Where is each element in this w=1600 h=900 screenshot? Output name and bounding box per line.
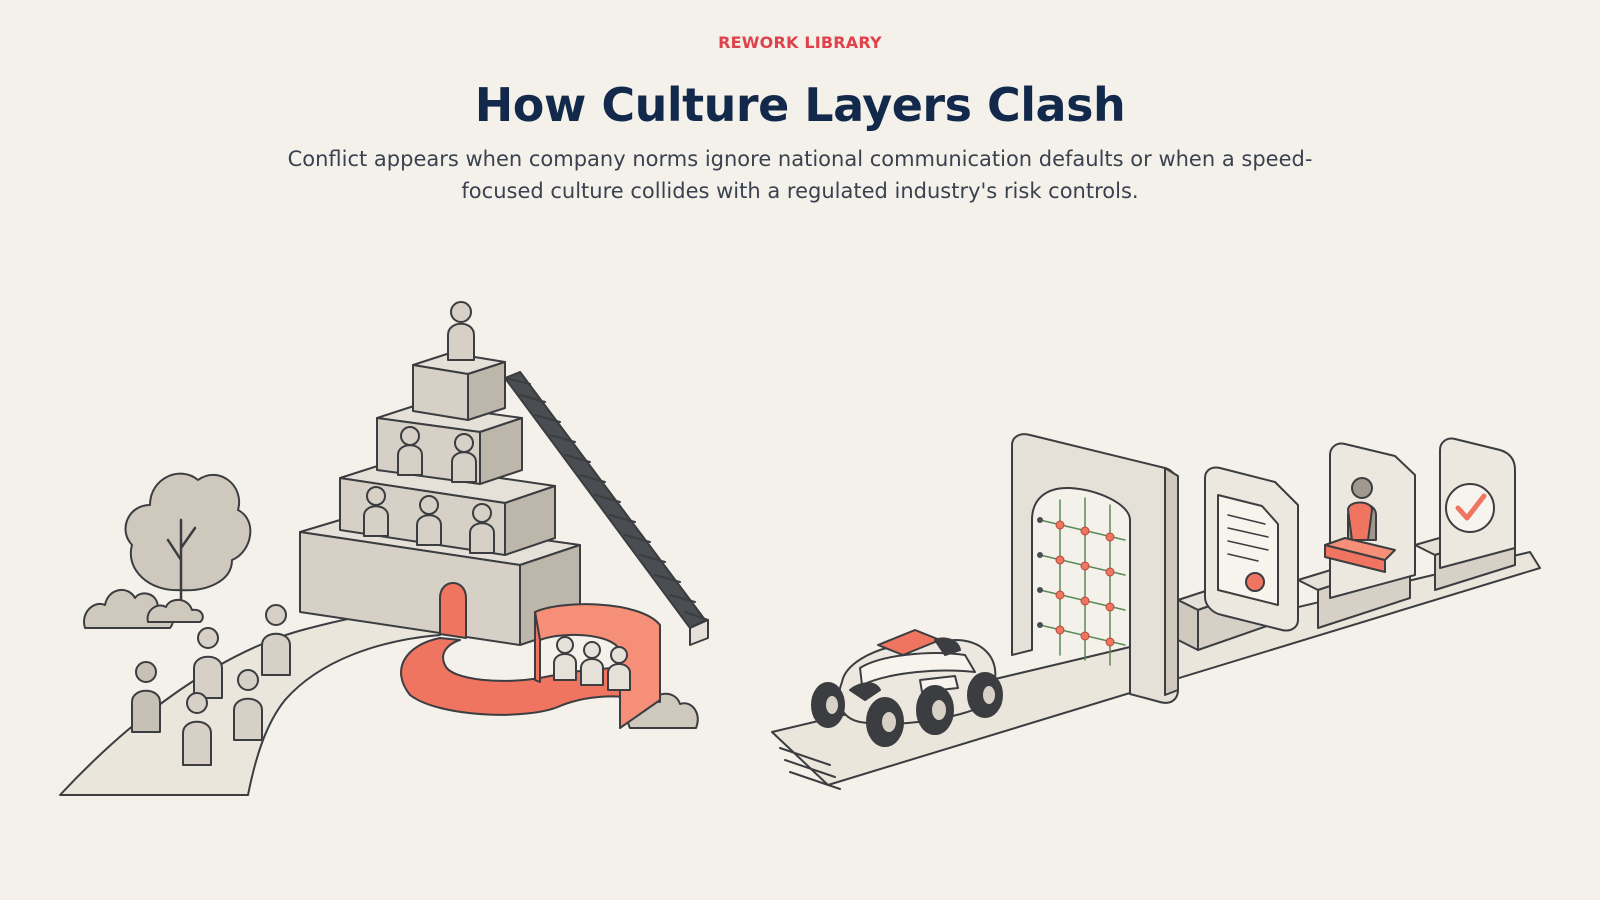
culture-clash-illustration — [59, 301, 1541, 796]
bush-icon — [146, 598, 204, 623]
eyebrow-label: REWORK LIBRARY — [718, 33, 882, 52]
autonomous-vehicle — [811, 629, 1003, 747]
person-icon — [451, 433, 477, 483]
person-icon — [261, 604, 291, 676]
person-icon — [580, 641, 604, 686]
person-icon — [182, 692, 212, 766]
approval-checkpoint — [1414, 437, 1516, 591]
checkpoint-gate — [1011, 433, 1179, 704]
staircase — [504, 371, 709, 646]
tree-icon — [124, 472, 252, 607]
wheel-icon — [811, 682, 845, 728]
person-icon — [469, 503, 495, 554]
stamp-checkpoint — [1297, 442, 1416, 629]
wheel-icon — [916, 685, 954, 735]
person-icon — [131, 661, 161, 733]
document-checkpoint — [1177, 466, 1299, 651]
page-title: How Culture Layers Clash — [474, 78, 1126, 132]
pyramid-scene — [59, 301, 709, 796]
wheel-icon — [866, 697, 904, 747]
person-icon — [553, 636, 577, 681]
person-icon — [193, 627, 223, 699]
regulated-scene — [771, 433, 1541, 790]
page-subtitle: Conflict appears when company norms igno… — [287, 147, 1313, 203]
person-icon — [607, 646, 631, 691]
check-circle-icon — [1445, 483, 1495, 533]
person-icon — [397, 426, 423, 476]
person-icon — [233, 669, 263, 741]
person-icon — [363, 486, 389, 537]
person-icon — [447, 301, 475, 361]
coral-enclosure — [400, 603, 661, 729]
wheel-icon — [967, 672, 1003, 718]
check-mark-icon — [1455, 493, 1487, 521]
stamp-icon — [1324, 501, 1396, 573]
person-icon — [416, 495, 442, 546]
